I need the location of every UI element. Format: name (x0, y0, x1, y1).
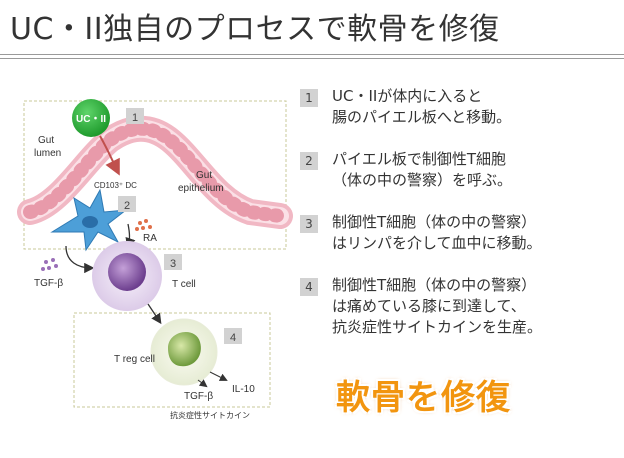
step-2-line-1: パイエル板で制御性T細胞 (332, 150, 507, 168)
gut-epithelium-layer (17, 115, 293, 229)
tgf-beta-label-1: TGF-β (34, 278, 63, 289)
step-item-1: 1 UC・IIが体内に入ると 腸のパイエル板へと移動。 (300, 86, 620, 128)
treg-region-box (73, 312, 271, 408)
title-divider (0, 54, 624, 59)
diagram-step-badge-2: 2 (118, 196, 136, 212)
diagram-step-badge-3: 3 (164, 254, 182, 270)
page-title: UC・II独自のプロセスで軟骨を修復 (10, 12, 500, 47)
step-4-line-1: 制御性T細胞（体の中の警察） (332, 276, 537, 294)
step-item-3: 3 制御性T細胞（体の中の警察） はリンパを介して血中に移動。 (300, 212, 620, 254)
uc2-particle (72, 99, 110, 137)
step-item-2: 2 パイエル板で制御性T細胞 （体の中の警察）を呼ぶ。 (300, 149, 620, 191)
svg-text:3: 3 (170, 258, 176, 270)
step-3-line-2: はリンパを介して血中に移動。 (332, 234, 542, 252)
il10-label: IL-10 (232, 384, 255, 395)
step-4-line-2: は痛めている膝に到達して、 (332, 297, 526, 315)
treg-cell-label: T reg cell (114, 354, 155, 365)
gut-epithelium-label-2: epithelium (178, 183, 224, 194)
step-number-3: 3 (300, 215, 318, 233)
step-number-4: 4 (300, 278, 318, 296)
treg-tgf-arrow (197, 379, 208, 388)
ra-molecules (135, 219, 152, 231)
ra-label: RA (143, 233, 157, 244)
step-1-line-2: 腸のパイエル板へと移動。 (332, 108, 512, 126)
treg-cell-nucleus (168, 331, 201, 367)
diagram-step-badge-4: 4 (224, 328, 242, 344)
treg-il10-arrow (209, 371, 228, 381)
uc2-label: UC・II (76, 114, 106, 125)
svg-text:1: 1 (132, 112, 138, 124)
step-number-2: 2 (300, 152, 318, 170)
t-cell-nucleus (108, 253, 146, 291)
tgf-beta-label-2: TGF-β (184, 391, 213, 402)
dc-to-tcell-arrow (65, 245, 95, 274)
tgf-beta-molecules (41, 258, 58, 271)
diagram-step-badge-1: 1 (126, 108, 144, 124)
step-2-line-2: （体の中の警察）を呼ぶ。 (332, 171, 513, 189)
step-list: 1 UC・IIが体内に入ると 腸のパイエル板へと移動。 2 パイエル板で制御性T… (300, 86, 620, 338)
tcell-to-treg-arrow (147, 303, 162, 325)
step-1-line-1: UC・IIが体内に入ると (332, 87, 483, 105)
svg-text:4: 4 (230, 332, 236, 344)
cartilage-repair-highlight: 軟骨を修復 (336, 378, 511, 418)
uc2-entry-arrow (99, 135, 120, 176)
gut-lumen-label-1: Gut (38, 135, 54, 146)
gut-lumen-label-2: lumen (34, 148, 61, 159)
step-4-line-3: 抗炎症性サイトカインを生産。 (332, 318, 543, 336)
t-cell-label: T cell (172, 279, 196, 290)
gut-region-box (23, 100, 287, 250)
step-item-4: 4 制御性T細胞（体の中の警察） は痛めている膝に到達して、 抗炎症性サイトカイ… (300, 275, 620, 338)
cd103-dc-label: CD103⁺ DC (94, 181, 137, 190)
step-3-line-1: 制御性T細胞（体の中の警察） (332, 213, 537, 231)
anti-inflammatory-label: 抗炎症性サイトカイン (170, 410, 250, 420)
step-number-1: 1 (300, 89, 318, 107)
gut-epithelium-label-1: Gut (196, 170, 212, 181)
svg-text:2: 2 (124, 200, 130, 212)
